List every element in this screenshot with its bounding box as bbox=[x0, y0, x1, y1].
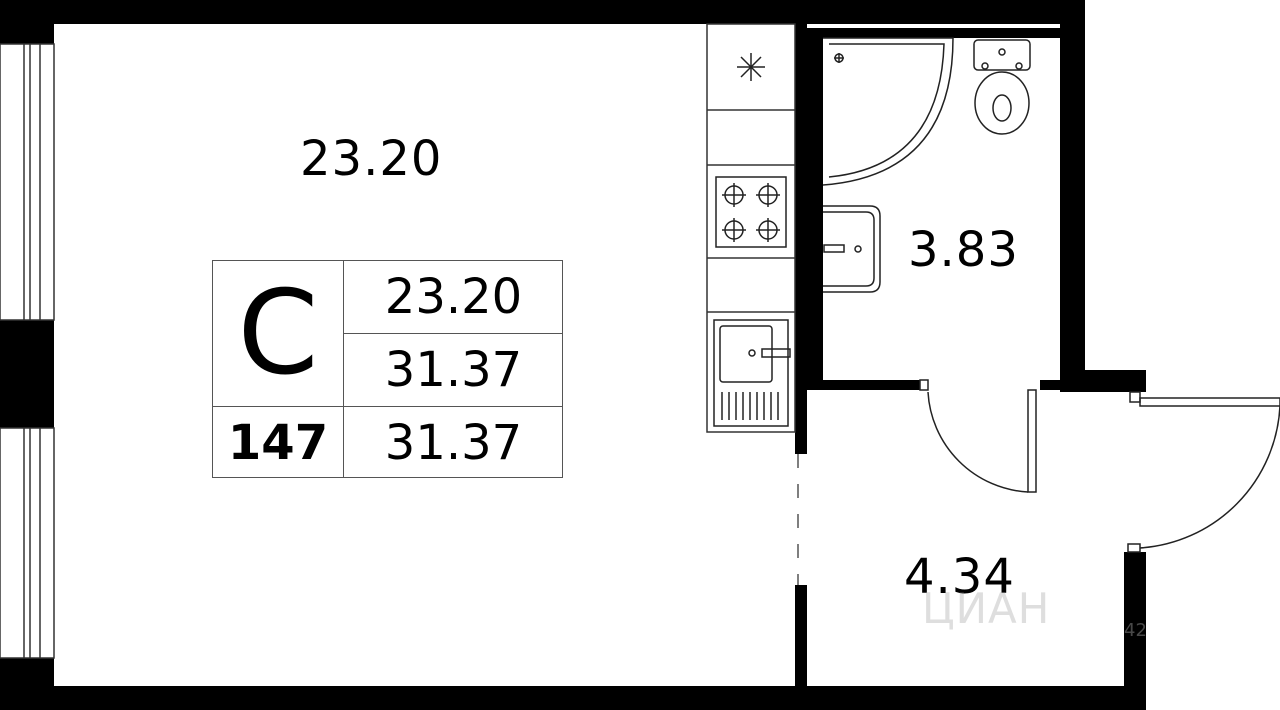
wall-bottom bbox=[0, 686, 1146, 710]
living-room-area-label: 23.20 bbox=[300, 131, 443, 187]
bathroom-door bbox=[919, 379, 1037, 493]
walls bbox=[0, 0, 1146, 710]
wall-left-top bbox=[0, 24, 54, 44]
wall-right-upper bbox=[1060, 0, 1085, 392]
toilet-icon bbox=[973, 39, 1031, 135]
stove-icon bbox=[715, 176, 787, 248]
entrance-door bbox=[1127, 391, 1280, 553]
watermark-subtext: 42 bbox=[1124, 620, 1147, 641]
hall-area-label: 4.34 bbox=[904, 549, 1015, 605]
bath-wall-bottom-left bbox=[807, 380, 922, 390]
wall-top bbox=[0, 0, 1085, 24]
partition-wall-upper bbox=[795, 24, 807, 454]
apartment-number: 147 bbox=[213, 407, 344, 478]
sink-icon bbox=[713, 319, 791, 427]
wall-right-step bbox=[1060, 370, 1146, 392]
bath-wall-top bbox=[807, 28, 1060, 38]
washbasin-icon bbox=[823, 205, 881, 293]
bath-wall-bottom-right bbox=[1040, 380, 1065, 390]
bathroom-area-label: 3.83 bbox=[908, 222, 1019, 278]
kitchen-counter bbox=[706, 23, 796, 433]
apartment-info-table: С 147 23.20 31.37 31.37 bbox=[212, 260, 563, 478]
info-living-area: 23.20 bbox=[344, 261, 563, 334]
bathtub-icon bbox=[822, 37, 954, 186]
wall-left-middle bbox=[0, 320, 54, 428]
info-total-area-repeat: 31.37 bbox=[384, 414, 523, 471]
apartment-type-letter: С bbox=[213, 261, 344, 407]
partition-wall-lower bbox=[795, 585, 807, 686]
bath-wall-left bbox=[807, 38, 823, 390]
fan-icon bbox=[737, 53, 765, 81]
info-total-area: 31.37 bbox=[344, 334, 563, 407]
wall-right-lower bbox=[1124, 552, 1146, 710]
window-lower bbox=[0, 427, 55, 659]
watermark: ЦИАН bbox=[922, 584, 1051, 633]
window-upper bbox=[0, 43, 55, 321]
